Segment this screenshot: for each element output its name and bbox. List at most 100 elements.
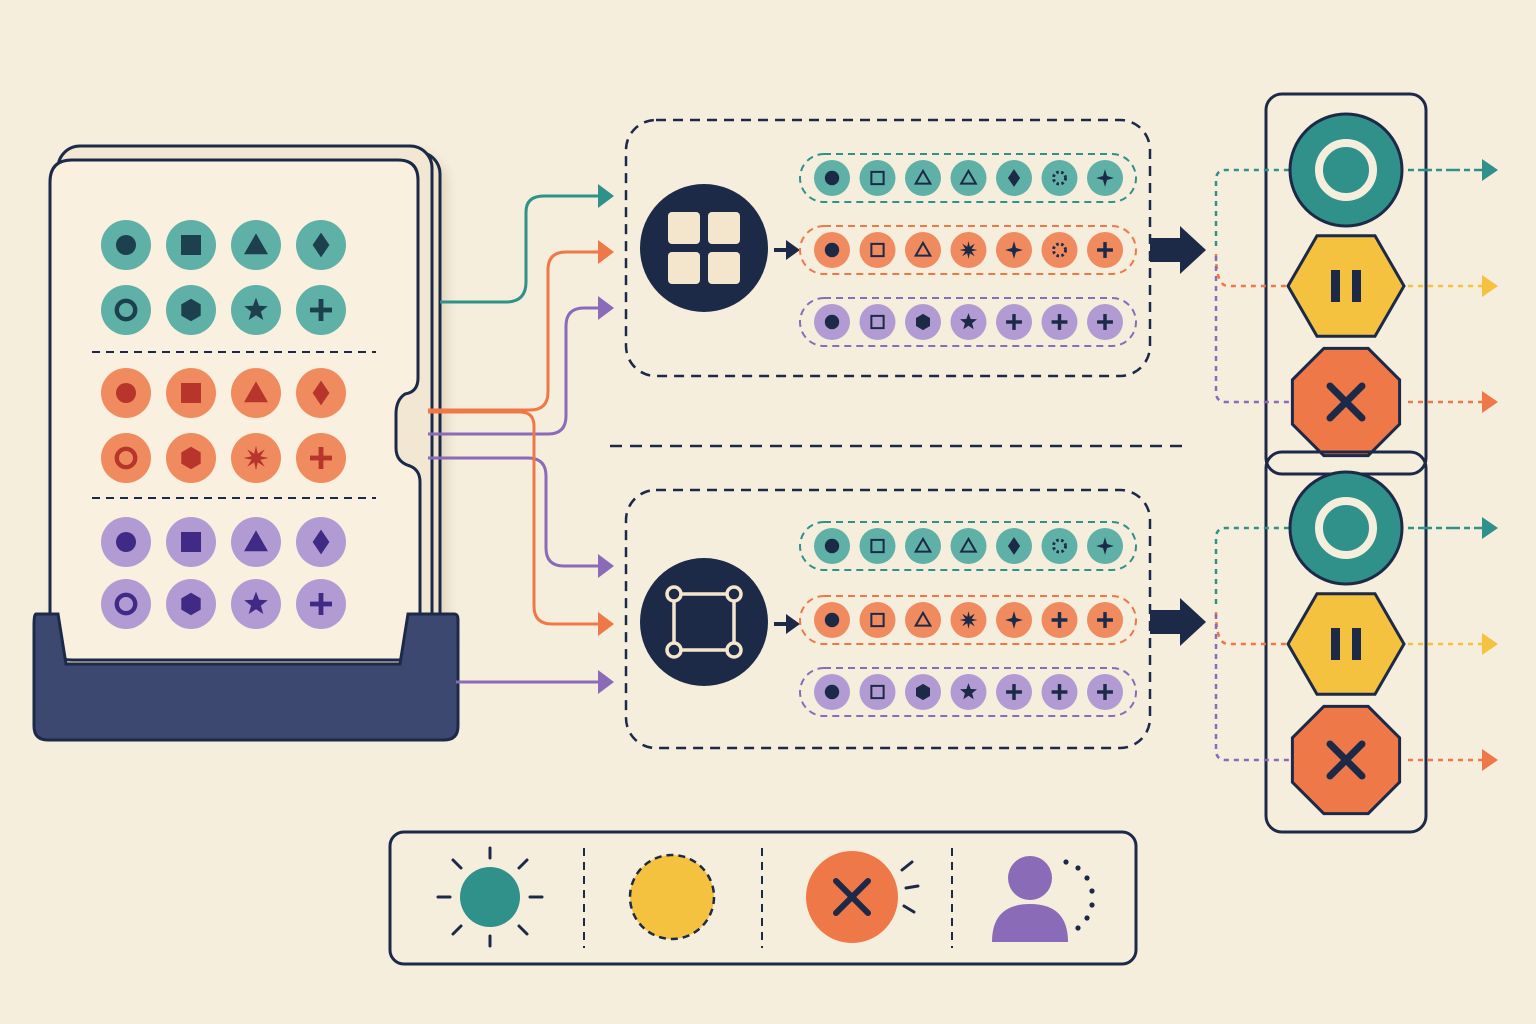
pause-hexagon-icon[interactable]	[1286, 234, 1406, 338]
ring-icon	[101, 285, 151, 335]
diamond-icon	[296, 517, 346, 567]
plus-icon	[996, 674, 1032, 710]
signal-row-purple	[799, 297, 1137, 347]
connector-teal-top	[440, 194, 600, 304]
arrowhead	[598, 670, 614, 694]
ring-status-icon[interactable]	[1288, 470, 1404, 586]
output-arrowhead	[1482, 749, 1498, 771]
signal-row-teal	[799, 153, 1137, 203]
square-icon	[166, 220, 216, 270]
deck-token-grid	[101, 220, 346, 629]
triangle-icon	[905, 160, 941, 196]
plus-icon	[1041, 304, 1078, 340]
output-arrowhead	[1482, 275, 1498, 297]
circle-icon	[101, 220, 151, 270]
diamond-icon	[296, 220, 346, 270]
square-icon	[166, 517, 216, 567]
square-icon	[859, 160, 896, 196]
plus-icon	[296, 285, 346, 335]
node-frame-icon	[665, 585, 743, 659]
diamond-icon	[996, 160, 1032, 196]
dotted-circle-icon	[1041, 528, 1078, 564]
triangle-icon	[231, 368, 281, 418]
circle-icon	[814, 304, 850, 340]
output-arrowhead	[1482, 633, 1498, 655]
input-connectors	[428, 184, 614, 694]
status-panel-bottom	[1214, 450, 1498, 834]
arrowhead	[598, 554, 614, 578]
hexagon-icon	[166, 285, 216, 335]
star-icon	[950, 304, 987, 340]
dotted-circle-icon	[1041, 160, 1078, 196]
legend-bar	[388, 830, 1138, 966]
module-output-arrow	[1150, 598, 1206, 646]
circle-icon	[814, 602, 850, 638]
ring-icon	[101, 433, 151, 483]
branch-orange	[1214, 611, 1290, 646]
stop-octagon-icon[interactable]	[1290, 346, 1402, 458]
plus-icon	[296, 433, 346, 483]
signal-row-purple	[799, 667, 1137, 717]
sparkle-icon	[1087, 528, 1123, 564]
circle-icon	[101, 368, 151, 418]
plus-icon	[1041, 674, 1078, 710]
stop-octagon-icon[interactable]	[1290, 704, 1402, 816]
output-arrowhead	[1482, 517, 1498, 539]
deck-group-purple	[101, 517, 346, 629]
sparkle-icon	[996, 232, 1032, 268]
arrowhead	[598, 296, 614, 320]
status-panel-top	[1214, 92, 1498, 476]
sun-icon	[436, 846, 544, 948]
diamond-icon	[996, 528, 1032, 564]
grid-hub[interactable]	[640, 184, 768, 312]
diamond-icon	[296, 368, 346, 418]
circle-icon	[814, 674, 850, 710]
plus-icon	[1087, 674, 1123, 710]
square-icon	[859, 232, 896, 268]
triangle-icon	[231, 220, 281, 270]
frame-module	[624, 488, 1206, 750]
triangle-icon	[905, 602, 941, 638]
triangle-icon	[905, 528, 941, 564]
grid-icon	[668, 212, 740, 284]
deck-group-teal	[101, 220, 346, 335]
grid-module	[624, 118, 1206, 378]
error-x-icon	[806, 851, 920, 943]
card-deck	[48, 144, 442, 662]
hexagon-icon	[166, 433, 216, 483]
ring-icon	[101, 579, 151, 629]
arrowhead	[598, 240, 614, 264]
frame-hub[interactable]	[640, 558, 768, 686]
burst-icon	[950, 232, 987, 268]
ring-status-icon[interactable]	[1288, 112, 1404, 228]
branch-purple	[1214, 614, 1290, 762]
branch-purple	[1214, 256, 1290, 404]
dashed-circle-icon	[628, 853, 716, 941]
connector-purple-top	[428, 306, 600, 436]
circle-icon	[814, 232, 850, 268]
signal-rows	[799, 521, 1137, 717]
branch-orange	[1214, 253, 1290, 288]
triangle-icon	[231, 517, 281, 567]
plus-icon	[1087, 232, 1123, 268]
burst-icon	[950, 602, 987, 638]
sparkle-icon	[1087, 160, 1123, 196]
hexagon-icon	[905, 674, 941, 710]
user-loading-icon	[992, 856, 1095, 942]
dotted-circle-icon	[1041, 232, 1078, 268]
square-icon	[859, 674, 896, 710]
connector-orange-top	[428, 250, 600, 412]
plus-icon	[1087, 602, 1123, 638]
card-tray	[32, 612, 460, 742]
plus-icon	[1087, 304, 1123, 340]
star-icon	[231, 579, 281, 629]
module-frame	[624, 488, 1152, 750]
signal-row-orange	[799, 225, 1137, 275]
burst-icon	[231, 433, 281, 483]
star-icon	[950, 674, 987, 710]
arrowhead	[598, 612, 614, 636]
square-icon	[166, 368, 216, 418]
hexagon-icon	[905, 304, 941, 340]
branch-teal	[1214, 526, 1290, 604]
pause-hexagon-icon[interactable]	[1286, 592, 1406, 696]
